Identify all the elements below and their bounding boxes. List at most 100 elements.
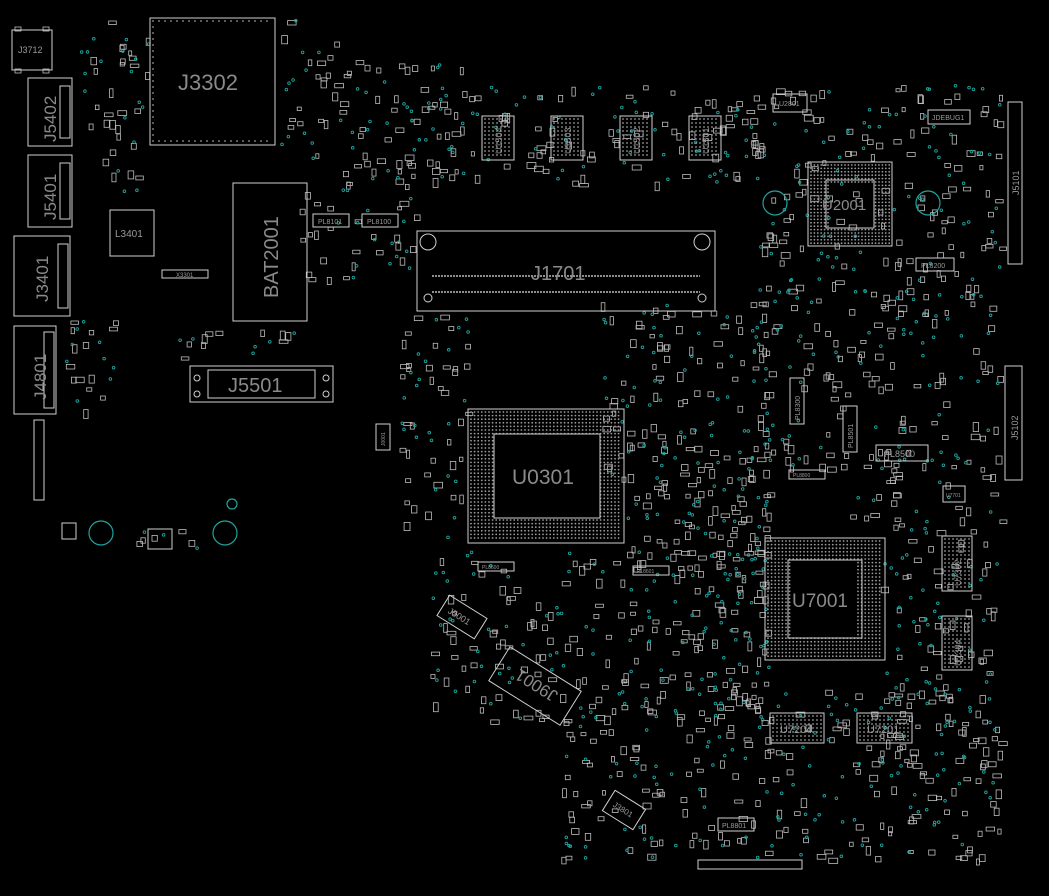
- bga-ball: [863, 731, 865, 733]
- smd-pad: [835, 280, 845, 285]
- bga-ball: [500, 154, 502, 156]
- via: [142, 530, 147, 534]
- via: [834, 796, 839, 800]
- bga-ball: [610, 461, 613, 464]
- bga-ball: [772, 735, 774, 737]
- bga-ball: [881, 184, 884, 187]
- smd-pad: [88, 374, 95, 384]
- bga-ball: [498, 519, 501, 521]
- via: [597, 85, 602, 90]
- bga-ball: [488, 490, 490, 493]
- bga-ball: [491, 501, 494, 503]
- bga-ball: [853, 543, 856, 546]
- via: [879, 344, 883, 348]
- smd-pad: [629, 601, 638, 607]
- bga-ball: [792, 651, 795, 654]
- via: [503, 112, 507, 116]
- bga-ball: [849, 655, 852, 658]
- bga-ball: [837, 164, 840, 166]
- smd-pad: [705, 99, 711, 106]
- bga-ball: [810, 221, 812, 224]
- bga-ball: [956, 622, 958, 624]
- bga-ball: [767, 608, 769, 611]
- smd-pad: [652, 626, 658, 634]
- bga-ball: [770, 601, 773, 604]
- bga-ball: [569, 134, 571, 136]
- smd-pad: [404, 331, 412, 336]
- smd-pad: [90, 57, 98, 66]
- smd-pad: [546, 141, 554, 148]
- via: [957, 781, 962, 786]
- bga-ball: [831, 640, 834, 643]
- bga-ball: [606, 439, 609, 442]
- bga-ball: [871, 640, 874, 643]
- via: [887, 112, 892, 117]
- bga-ball: [470, 486, 472, 489]
- bga-ball: [879, 727, 881, 729]
- bga-ball: [857, 594, 859, 596]
- bga-ball: [871, 601, 874, 604]
- bga-ball: [588, 425, 591, 428]
- bga-ball: [820, 187, 823, 190]
- via: [767, 438, 772, 442]
- smd-pad: [629, 444, 635, 452]
- bga-ball: [878, 651, 881, 654]
- via: [472, 679, 477, 684]
- via: [764, 503, 768, 507]
- via: [755, 536, 759, 541]
- bga-ball: [820, 715, 822, 717]
- bga-ball: [470, 425, 472, 428]
- bga-ball: [488, 443, 490, 446]
- bga-ball: [780, 727, 782, 729]
- via: [661, 152, 666, 157]
- via: [708, 422, 712, 427]
- bga-ball: [903, 723, 905, 725]
- via: [698, 787, 702, 792]
- bga-ball: [816, 187, 819, 190]
- label-pl8801: PL8801: [722, 823, 746, 830]
- smd-pad: [120, 58, 126, 65]
- bga-ball: [152, 44, 154, 46]
- smd-pad: [608, 729, 614, 736]
- smd-pad: [748, 543, 753, 552]
- bga-ball: [506, 537, 508, 539]
- bga-ball: [542, 526, 544, 529]
- smd-pad: [746, 110, 756, 114]
- smd-pad: [952, 834, 959, 839]
- smd-pad: [738, 590, 744, 599]
- bga-ball: [484, 425, 487, 428]
- bga-ball: [585, 421, 588, 424]
- bga-ball: [477, 486, 480, 489]
- bga-ball: [840, 228, 843, 231]
- bga-ball: [824, 651, 827, 654]
- smd-pad: [995, 199, 1004, 204]
- smd-pad: [974, 285, 980, 294]
- bga-ball: [567, 425, 570, 428]
- bga-ball: [557, 134, 559, 136]
- bga-ball: [878, 170, 880, 173]
- bga-ball: [871, 550, 874, 553]
- bga-ball: [488, 475, 490, 478]
- via: [769, 251, 774, 256]
- bga-ball: [617, 418, 620, 421]
- via: [663, 445, 667, 450]
- smd-pad: [698, 491, 705, 499]
- bga-ball: [903, 739, 905, 741]
- bga-ball: [484, 475, 487, 478]
- smd-pad: [986, 237, 993, 244]
- smd-pad: [977, 830, 983, 837]
- smd-pad: [959, 517, 966, 527]
- smd-pad: [642, 802, 652, 810]
- smd-pad: [582, 677, 587, 685]
- bga-ball: [610, 486, 613, 489]
- bga-ball: [614, 454, 616, 457]
- via: [658, 480, 663, 484]
- bga-ball: [780, 723, 782, 725]
- via: [637, 550, 641, 554]
- smd-pad: [794, 168, 800, 179]
- smd-pad: [982, 106, 990, 113]
- bga-ball: [964, 562, 966, 564]
- via: [368, 119, 372, 124]
- via: [294, 18, 298, 23]
- bga-ball: [813, 242, 816, 245]
